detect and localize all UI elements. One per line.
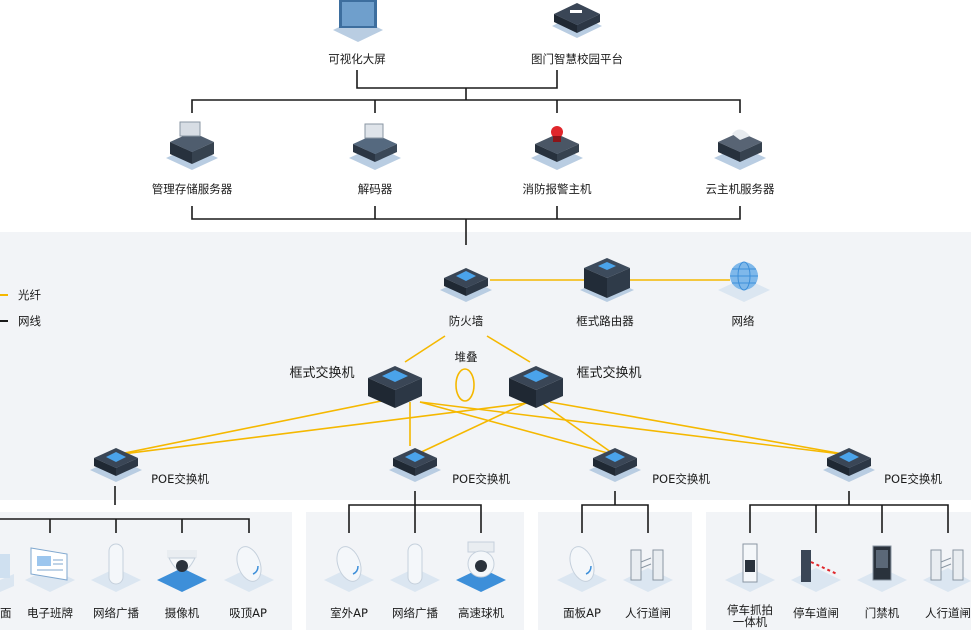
cable-lines	[0, 70, 949, 533]
broadcast-speaker-label: 网络广播	[93, 606, 139, 620]
pedestrian-gate-2-icon	[923, 549, 971, 592]
poe-switch-2-label: POE交换机	[452, 472, 510, 486]
poe-switch-3-label: POE交换机	[652, 472, 710, 486]
cloud-host-server-icon	[714, 129, 766, 170]
firewall-icon	[440, 268, 492, 302]
legend-cable-label: 网线	[18, 314, 41, 328]
parking-camera-label: 停车抓拍一体机	[727, 603, 773, 629]
class-sign-icon	[25, 547, 75, 592]
ceiling-ap-icon	[224, 546, 274, 592]
poe-switch-1-label: POE交换机	[151, 472, 209, 486]
camera-icon	[157, 550, 207, 592]
poe-switch-4-icon	[823, 448, 875, 482]
fire-alarm-host-label: 消防报警主机	[522, 182, 592, 196]
poe-switch-2-icon	[389, 448, 441, 482]
fire-alarm-host-icon	[531, 126, 583, 170]
core-network-band	[0, 232, 971, 500]
core-switch-left-icon	[368, 366, 422, 408]
core-switch-right-label: 框式交换机	[576, 366, 642, 381]
access-control-label: 门禁机	[864, 606, 900, 620]
fiber-lines	[114, 279, 850, 456]
pedestrian-gate-icon	[623, 549, 673, 592]
video-wall-label: 可视化大屏	[328, 52, 386, 66]
cloud-host-server-label: 云主机服务器	[705, 182, 775, 196]
poe-switch-1-icon	[90, 448, 142, 482]
internet-globe-icon	[718, 261, 770, 302]
speed-dome-label: 高速球机	[458, 606, 504, 620]
terminal-group-3-panel	[538, 512, 692, 630]
outdoor-ap-label: 室外AP	[330, 606, 368, 620]
firewall-label: 防火墙	[448, 314, 484, 328]
access-control-icon	[857, 545, 907, 592]
video-wall-icon	[333, 0, 383, 42]
internet-label: 网络	[731, 314, 755, 328]
core-switch-right-icon	[509, 366, 563, 408]
parking-camera-icon	[725, 543, 775, 592]
outdoor-ap-icon	[324, 546, 374, 592]
router-label: 框式路由器	[576, 314, 634, 328]
pedestrian-gate-label: 人行道闸	[625, 606, 671, 620]
poe-switch-4-label: POE交换机	[884, 472, 942, 486]
legend-cable-swatch	[0, 320, 8, 322]
poe-switch-3-icon	[589, 448, 641, 482]
panel-ap-icon	[557, 546, 607, 592]
platform-server-icon	[552, 3, 602, 38]
ceiling-ap-label: 吸顶AP	[229, 606, 267, 620]
stack-label: 堆叠	[454, 350, 478, 364]
legend-fiber-label: 光纤	[18, 288, 41, 302]
core-switch-left-label: 框式交换机	[289, 366, 355, 381]
class-sign-label: 电子班牌	[27, 606, 73, 620]
router-icon	[580, 258, 634, 302]
group1-partial-label: 面	[0, 606, 12, 620]
camera-label: 摄像机	[164, 606, 200, 620]
storage-server-label: 管理存储服务器	[151, 182, 233, 196]
pedestrian-gate-2-label: 人行道闸	[925, 606, 971, 620]
decoder-label: 解码器	[357, 182, 393, 196]
broadcast-speaker-icon	[91, 543, 141, 592]
broadcast-speaker-2-label: 网络广播	[392, 606, 438, 620]
speed-dome-icon	[456, 541, 506, 592]
parking-barrier-label: 停车道闸	[793, 606, 839, 620]
parking-barrier-icon	[791, 550, 841, 592]
storage-server-icon	[166, 121, 218, 170]
platform-label: 图门智慧校园平台	[531, 52, 623, 66]
display-partial-icon	[0, 554, 14, 592]
legend-fiber-swatch	[0, 294, 8, 296]
decoder-icon	[349, 123, 401, 170]
panel-ap-label: 面板AP	[563, 606, 601, 620]
broadcast-speaker-2-icon	[390, 543, 440, 592]
